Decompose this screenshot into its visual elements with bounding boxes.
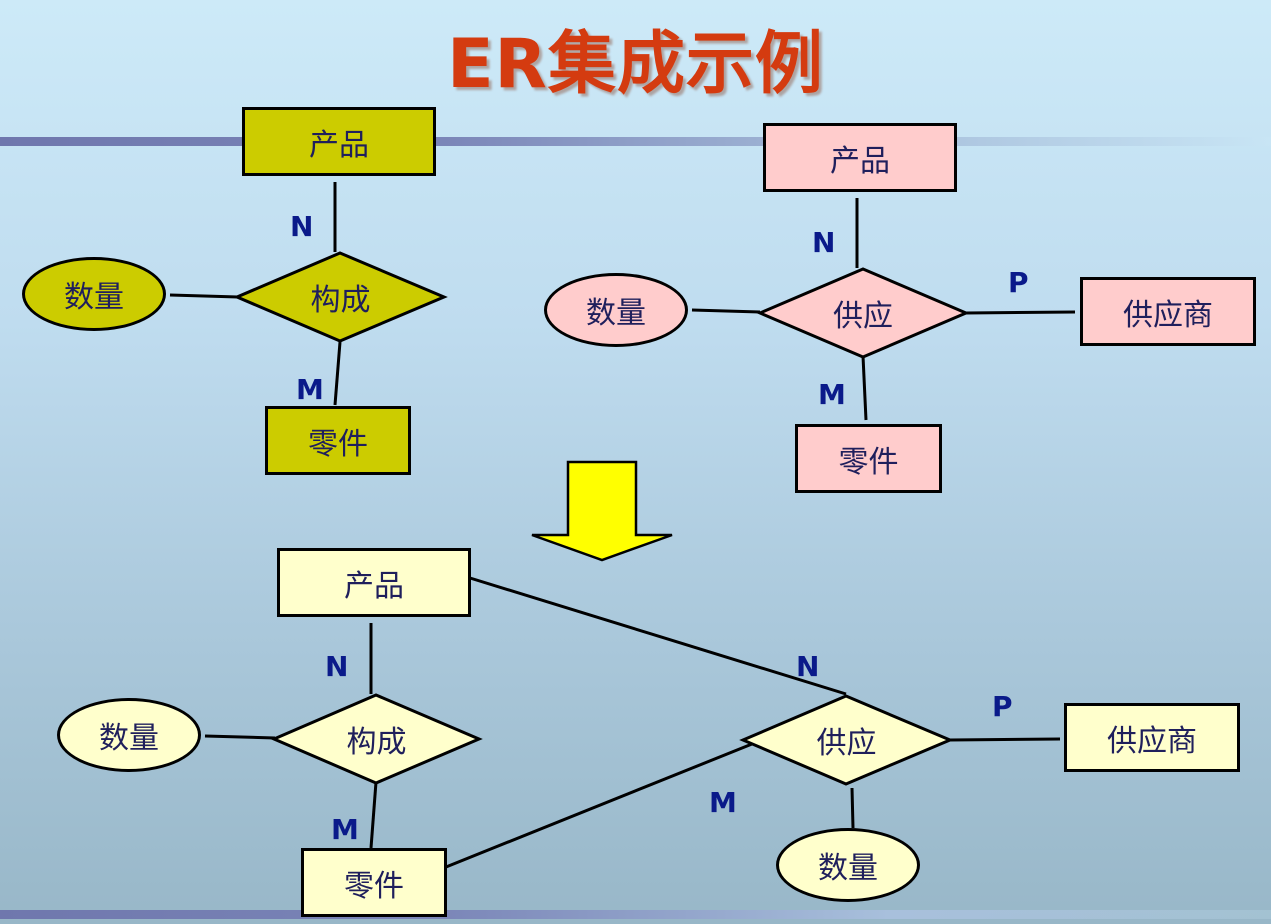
left-attribute-quantity: 数量 bbox=[22, 257, 166, 331]
diamond-merged-supply bbox=[739, 694, 954, 786]
right-card-n: N bbox=[812, 226, 836, 259]
line-right-supply-supplier bbox=[965, 310, 1076, 315]
merged-card-supply-p: P bbox=[992, 690, 1013, 723]
left-entity-product-label: 产品 bbox=[309, 127, 369, 163]
right-attribute-quantity-label: 数量 bbox=[586, 296, 646, 331]
merged-card-supply-m: M bbox=[709, 786, 737, 819]
merged-entity-supplier: 供应商 bbox=[1064, 703, 1240, 772]
merged-entity-part: 零件 bbox=[301, 848, 447, 917]
diamond-left-compose bbox=[233, 251, 448, 343]
right-entity-supplier-label: 供应商 bbox=[1123, 297, 1213, 333]
merged-card-compose-n: N bbox=[325, 650, 349, 683]
left-card-n: N bbox=[290, 210, 314, 243]
right-card-m: M bbox=[818, 378, 846, 411]
left-entity-part: 零件 bbox=[265, 406, 411, 475]
merged-entity-product: 产品 bbox=[277, 548, 471, 617]
merged-attribute-supply-quantity: 数量 bbox=[776, 828, 920, 902]
merged-attribute-compose-quantity-label: 数量 bbox=[99, 721, 159, 756]
right-entity-product-label: 产品 bbox=[830, 143, 890, 179]
left-entity-product: 产品 bbox=[242, 107, 436, 176]
line-merged-compose-part bbox=[369, 781, 378, 849]
right-attribute-quantity: 数量 bbox=[544, 273, 688, 347]
left-entity-part-label: 零件 bbox=[308, 426, 368, 462]
left-card-m: M bbox=[296, 373, 324, 406]
merged-card-compose-m: M bbox=[331, 813, 359, 846]
line-right-attr-supply bbox=[691, 308, 761, 314]
merged-entity-product-label: 产品 bbox=[344, 568, 404, 604]
line-merged-attr-compose bbox=[204, 734, 276, 740]
right-entity-supplier: 供应商 bbox=[1080, 277, 1256, 346]
diamond-merged-compose bbox=[270, 693, 483, 785]
line-merged-part-supply bbox=[445, 742, 753, 869]
line-left-attr-compose bbox=[169, 293, 239, 299]
merged-entity-supplier-label: 供应商 bbox=[1107, 723, 1197, 759]
left-attribute-quantity-label: 数量 bbox=[64, 280, 124, 315]
diamond-right-supply bbox=[756, 267, 970, 359]
merged-card-supply-n: N bbox=[796, 650, 820, 683]
right-entity-part: 零件 bbox=[795, 424, 942, 493]
right-card-p: P bbox=[1008, 266, 1029, 299]
line-merged-product-supply bbox=[469, 576, 847, 696]
line-merged-supply-attr bbox=[850, 787, 855, 829]
line-merged-supply-supplier bbox=[949, 737, 1061, 742]
merged-attribute-supply-quantity-label: 数量 bbox=[818, 851, 878, 886]
transform-arrow bbox=[531, 460, 673, 562]
line-right-supply-part bbox=[861, 355, 868, 421]
slide-title: ER集成示例 bbox=[447, 25, 824, 104]
line-left-compose-part bbox=[333, 341, 342, 406]
bottom-divider-bar bbox=[0, 910, 1271, 919]
merged-attribute-compose-quantity: 数量 bbox=[57, 698, 201, 772]
top-divider-bar bbox=[0, 137, 1271, 146]
merged-entity-part-label: 零件 bbox=[344, 868, 404, 904]
right-entity-product: 产品 bbox=[763, 123, 957, 192]
right-entity-part-label: 零件 bbox=[838, 444, 899, 480]
